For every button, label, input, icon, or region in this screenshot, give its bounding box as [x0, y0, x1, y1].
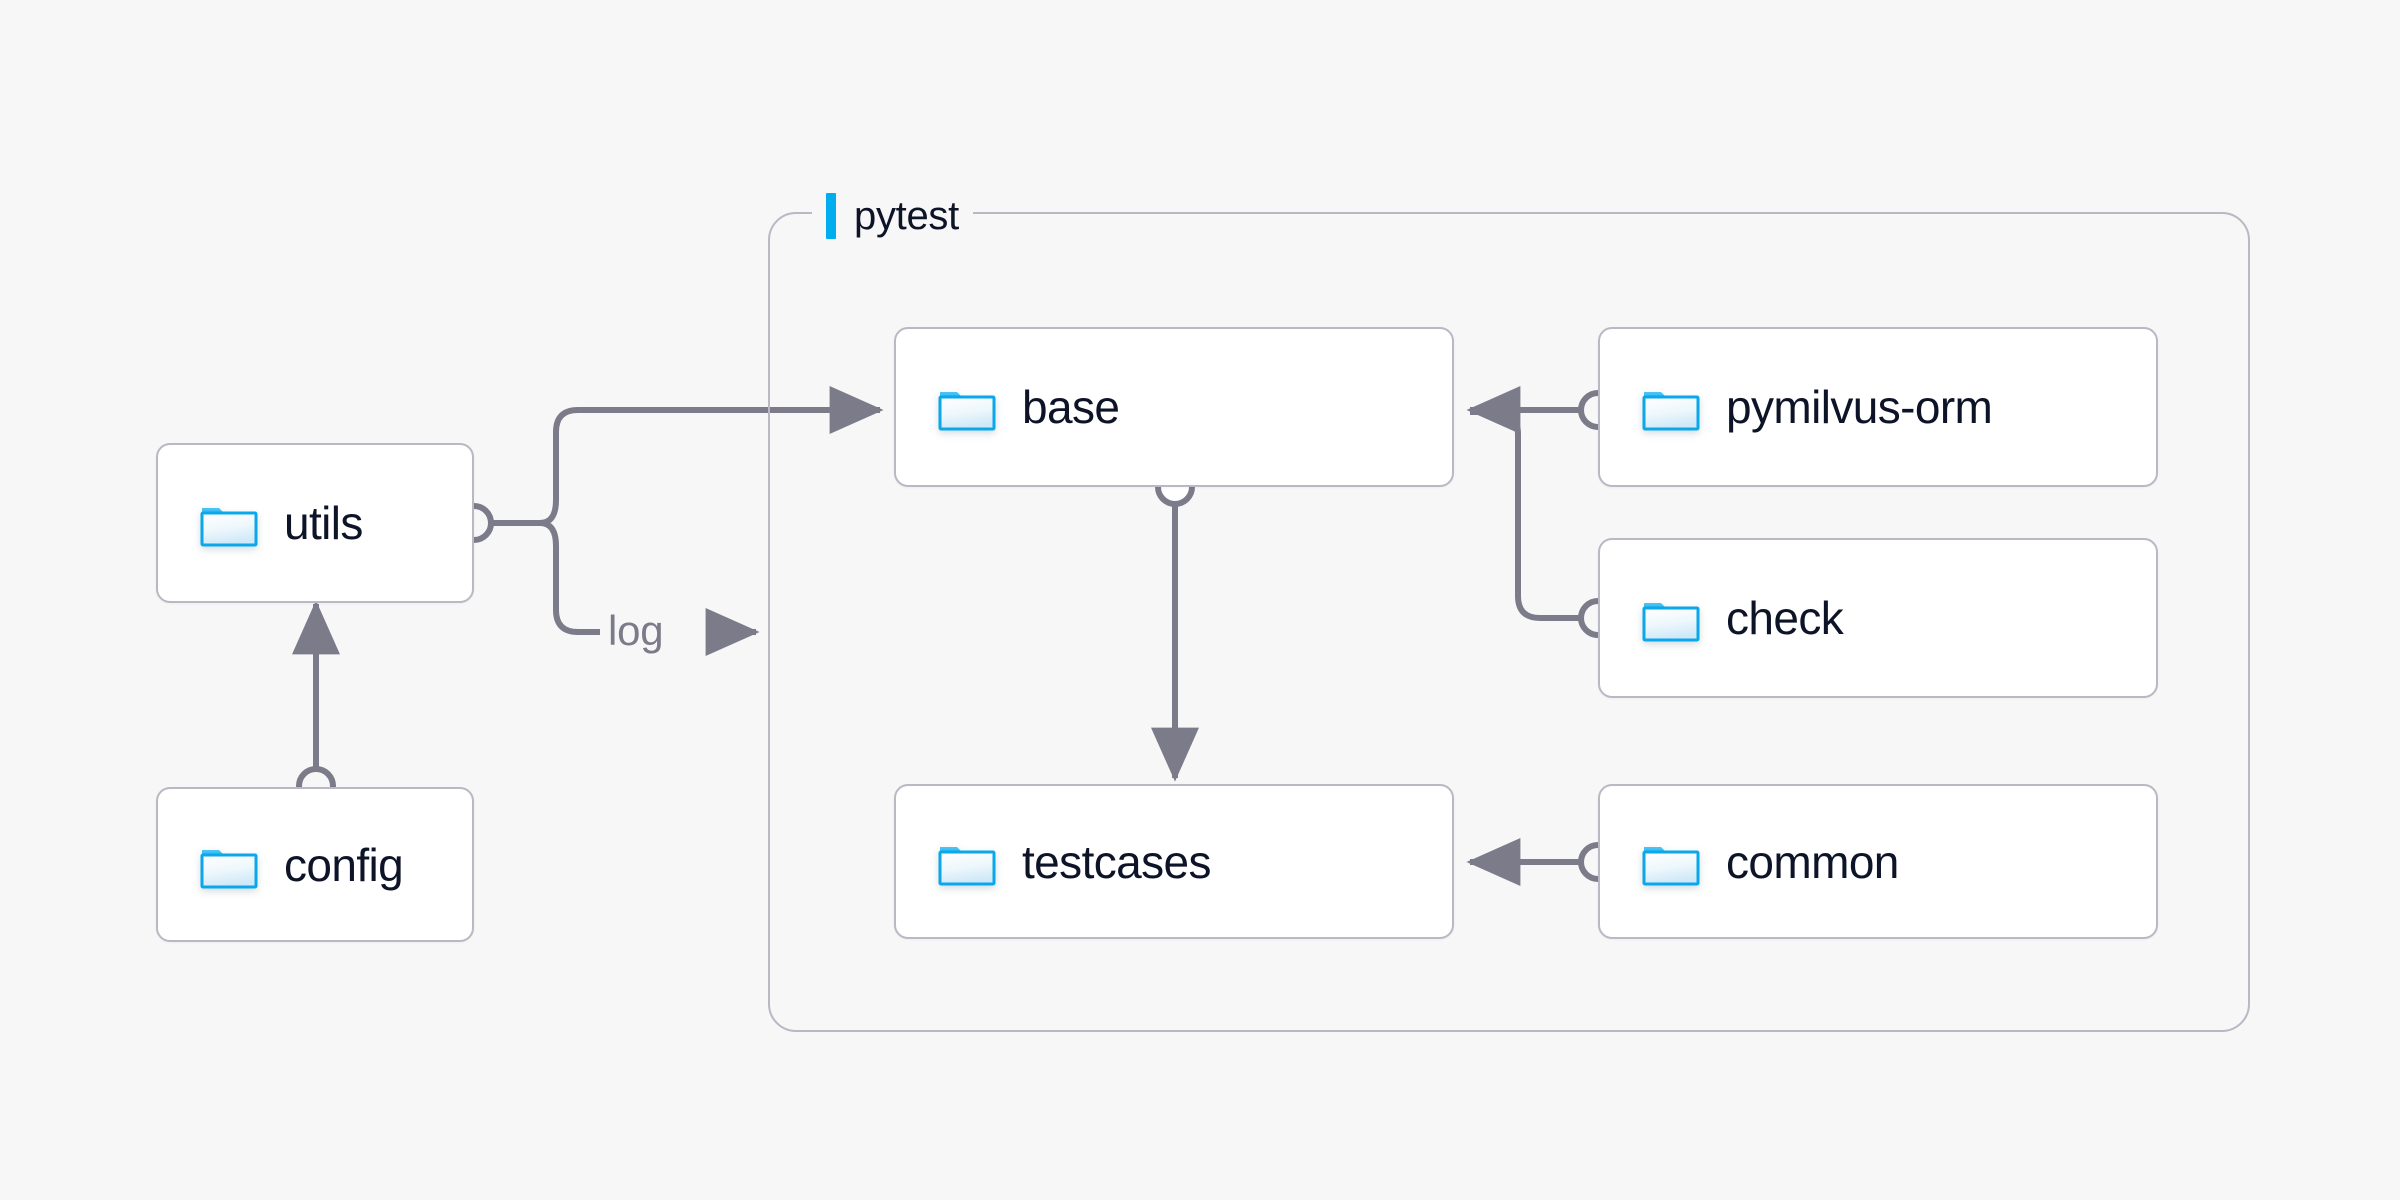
accent-bar-icon	[826, 193, 836, 239]
node-common-label: common	[1726, 835, 1899, 888]
node-base-content: base	[896, 381, 1120, 433]
node-base[interactable]: base	[894, 327, 1454, 487]
node-testcases[interactable]: testcases	[894, 784, 1454, 939]
group-pytest[interactable]	[768, 212, 2250, 1032]
folder-icon	[938, 846, 996, 885]
node-config-content: config	[158, 838, 404, 891]
node-config-label: config	[284, 838, 404, 891]
folder-icon	[1642, 846, 1700, 885]
folder-icon	[200, 849, 258, 888]
edge-label-log: log	[600, 607, 672, 654]
edge-utils-log	[539, 520, 600, 635]
folder-icon	[200, 508, 258, 547]
node-utils-label: utils	[284, 497, 363, 549]
node-pymilvus-orm[interactable]: pymilvus-orm	[1598, 327, 2158, 487]
folder-icon	[1642, 392, 1700, 431]
node-utils[interactable]: utils	[156, 443, 474, 603]
node-check-content: check	[1600, 592, 1844, 644]
folder-icon	[1642, 603, 1700, 642]
edge-label-log-text: log	[608, 607, 664, 654]
group-label-text: pytest	[854, 194, 959, 238]
node-config[interactable]: config	[156, 787, 474, 942]
node-base-label: base	[1022, 381, 1120, 433]
node-utils-content: utils	[158, 499, 363, 547]
node-check[interactable]: check	[1598, 538, 2158, 698]
node-testcases-content: testcases	[896, 835, 1212, 888]
node-common[interactable]: common	[1598, 784, 2158, 939]
node-pymilvus-orm-content: pymilvus-orm	[1600, 381, 1993, 433]
node-testcases-label: testcases	[1022, 835, 1212, 888]
folder-icon	[938, 392, 996, 431]
node-check-label: check	[1726, 592, 1844, 644]
node-common-content: common	[1600, 838, 1899, 886]
group-pytest-label: pytest	[812, 190, 973, 242]
node-pymilvus-orm-label: pymilvus-orm	[1726, 381, 1993, 433]
